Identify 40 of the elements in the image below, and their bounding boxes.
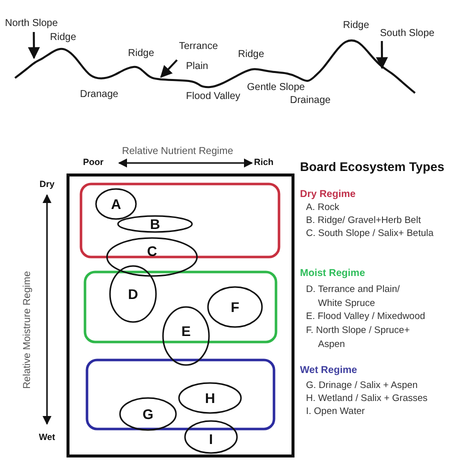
axis-title: Relative Nutrient Regime: [122, 146, 234, 158]
axis-title: Relative Moistrure Regime: [22, 271, 34, 389]
terrain-label: Ridge: [238, 49, 264, 61]
terrain-label: Ridge: [343, 20, 370, 32]
ecosystem-type-label: B. Ridge/ Gravel+Herb Belt: [306, 215, 421, 226]
ecosystem-type-label: D. Terrance and Plain/ White Spruce: [306, 283, 401, 311]
regime-heading: Wet Regime: [300, 365, 358, 377]
legend-title: Board Ecosystem Types: [300, 160, 444, 175]
ecosystem-letter: B: [150, 216, 160, 232]
axis-end-label: Rich: [254, 157, 274, 168]
terrain-label: Ridge: [128, 48, 154, 60]
ecosystem-type-label: H. Wetland / Salix + Grasses: [306, 393, 428, 404]
ecosystem-type-label: C. South Slope / Salix+ Betula: [306, 228, 434, 240]
ecosystem-letter: C: [146, 242, 158, 260]
terrain-label: North Slope: [5, 18, 58, 30]
axis-end-label: Dry: [39, 179, 54, 190]
ecosystem-letter: G: [142, 406, 154, 422]
ecosystem-letter: H: [204, 390, 216, 406]
terrain-label: Flood Valley: [186, 91, 240, 103]
ecosystem-type-label: F. North Slope / Spruce+ Aspen: [306, 324, 411, 352]
terrain-label: Dranage: [80, 89, 118, 101]
ecosystem-letter: E: [181, 322, 191, 340]
terrain-label: Gentle Slope: [247, 82, 305, 94]
ecosystem-letter: I: [209, 430, 213, 448]
ecosystem-letter: A: [110, 196, 122, 212]
terrain-label: Terrance: [179, 41, 218, 53]
terrain-label: South Slope: [380, 28, 434, 40]
terrain-label: Drainage: [290, 95, 331, 107]
ecosystem-type-label: E. Flood Valley / Mixedwood: [306, 311, 426, 322]
regime-heading: Moist Regime: [300, 268, 366, 280]
ecosystem-type-label: G. Drinage / Salix + Aspen: [306, 380, 418, 392]
axis-end-label: Poor: [83, 157, 104, 168]
regime-heading: Dry Regime: [300, 189, 356, 201]
terrain-label: Plain: [186, 61, 208, 73]
ecosystem-letter: F: [230, 298, 240, 316]
ecosystem-type-label: I. Open Water: [306, 406, 365, 418]
axis-end-label: Wet: [38, 432, 56, 443]
ecosystem-letter: D: [128, 286, 138, 302]
ecosystem-type-label: A. Rock: [306, 202, 340, 214]
terrain-label: Ridge: [50, 32, 76, 44]
